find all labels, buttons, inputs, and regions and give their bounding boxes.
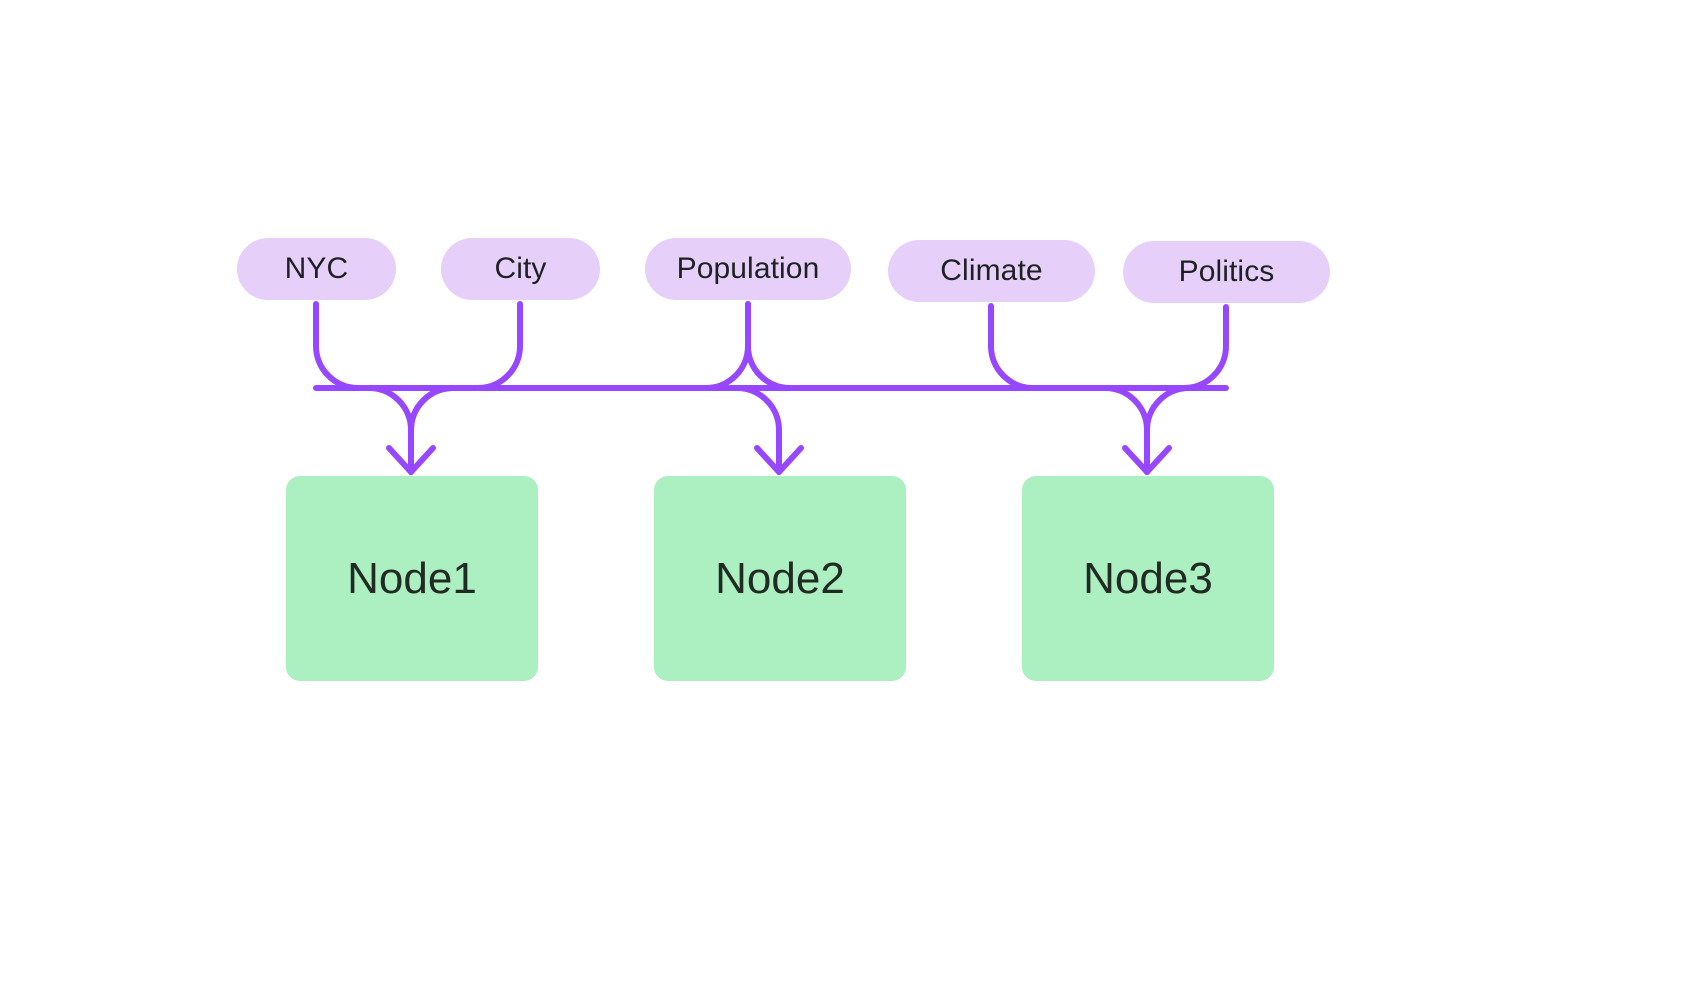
attribute-pill-city[interactable]: City: [441, 238, 600, 300]
arrow-node2-head: [754, 445, 804, 475]
attribute-label: NYC: [284, 252, 349, 285]
node-label: Node2: [715, 553, 845, 603]
edge-city-node1: [408, 301, 523, 475]
edge-population-node1: [408, 301, 751, 475]
node-label: Node3: [1083, 553, 1213, 603]
attribute-label: Climate: [940, 254, 1043, 287]
attribute-pill-population[interactable]: Population: [645, 238, 851, 300]
edge-nyc-node1: [313, 301, 414, 475]
node-box-node1[interactable]: Node1: [286, 476, 538, 681]
arrow-node1-head: [386, 445, 436, 475]
node-label: Node1: [347, 553, 477, 603]
edge-climate-node3: [988, 303, 1150, 475]
edge-politics-node3: [1144, 304, 1229, 475]
arrow-node3-head: [1122, 445, 1172, 475]
attribute-label: Population: [676, 252, 820, 285]
attribute-pill-climate[interactable]: Climate: [888, 240, 1095, 302]
attribute-pill-nyc[interactable]: NYC: [237, 238, 396, 300]
edge-population-node2: [734, 301, 793, 475]
attribute-label: Politics: [1178, 255, 1275, 288]
attribute-label: City: [494, 252, 547, 285]
attribute-pill-politics[interactable]: Politics: [1123, 241, 1330, 303]
node-box-node3[interactable]: Node3: [1022, 476, 1274, 681]
node-box-node2[interactable]: Node2: [654, 476, 906, 681]
